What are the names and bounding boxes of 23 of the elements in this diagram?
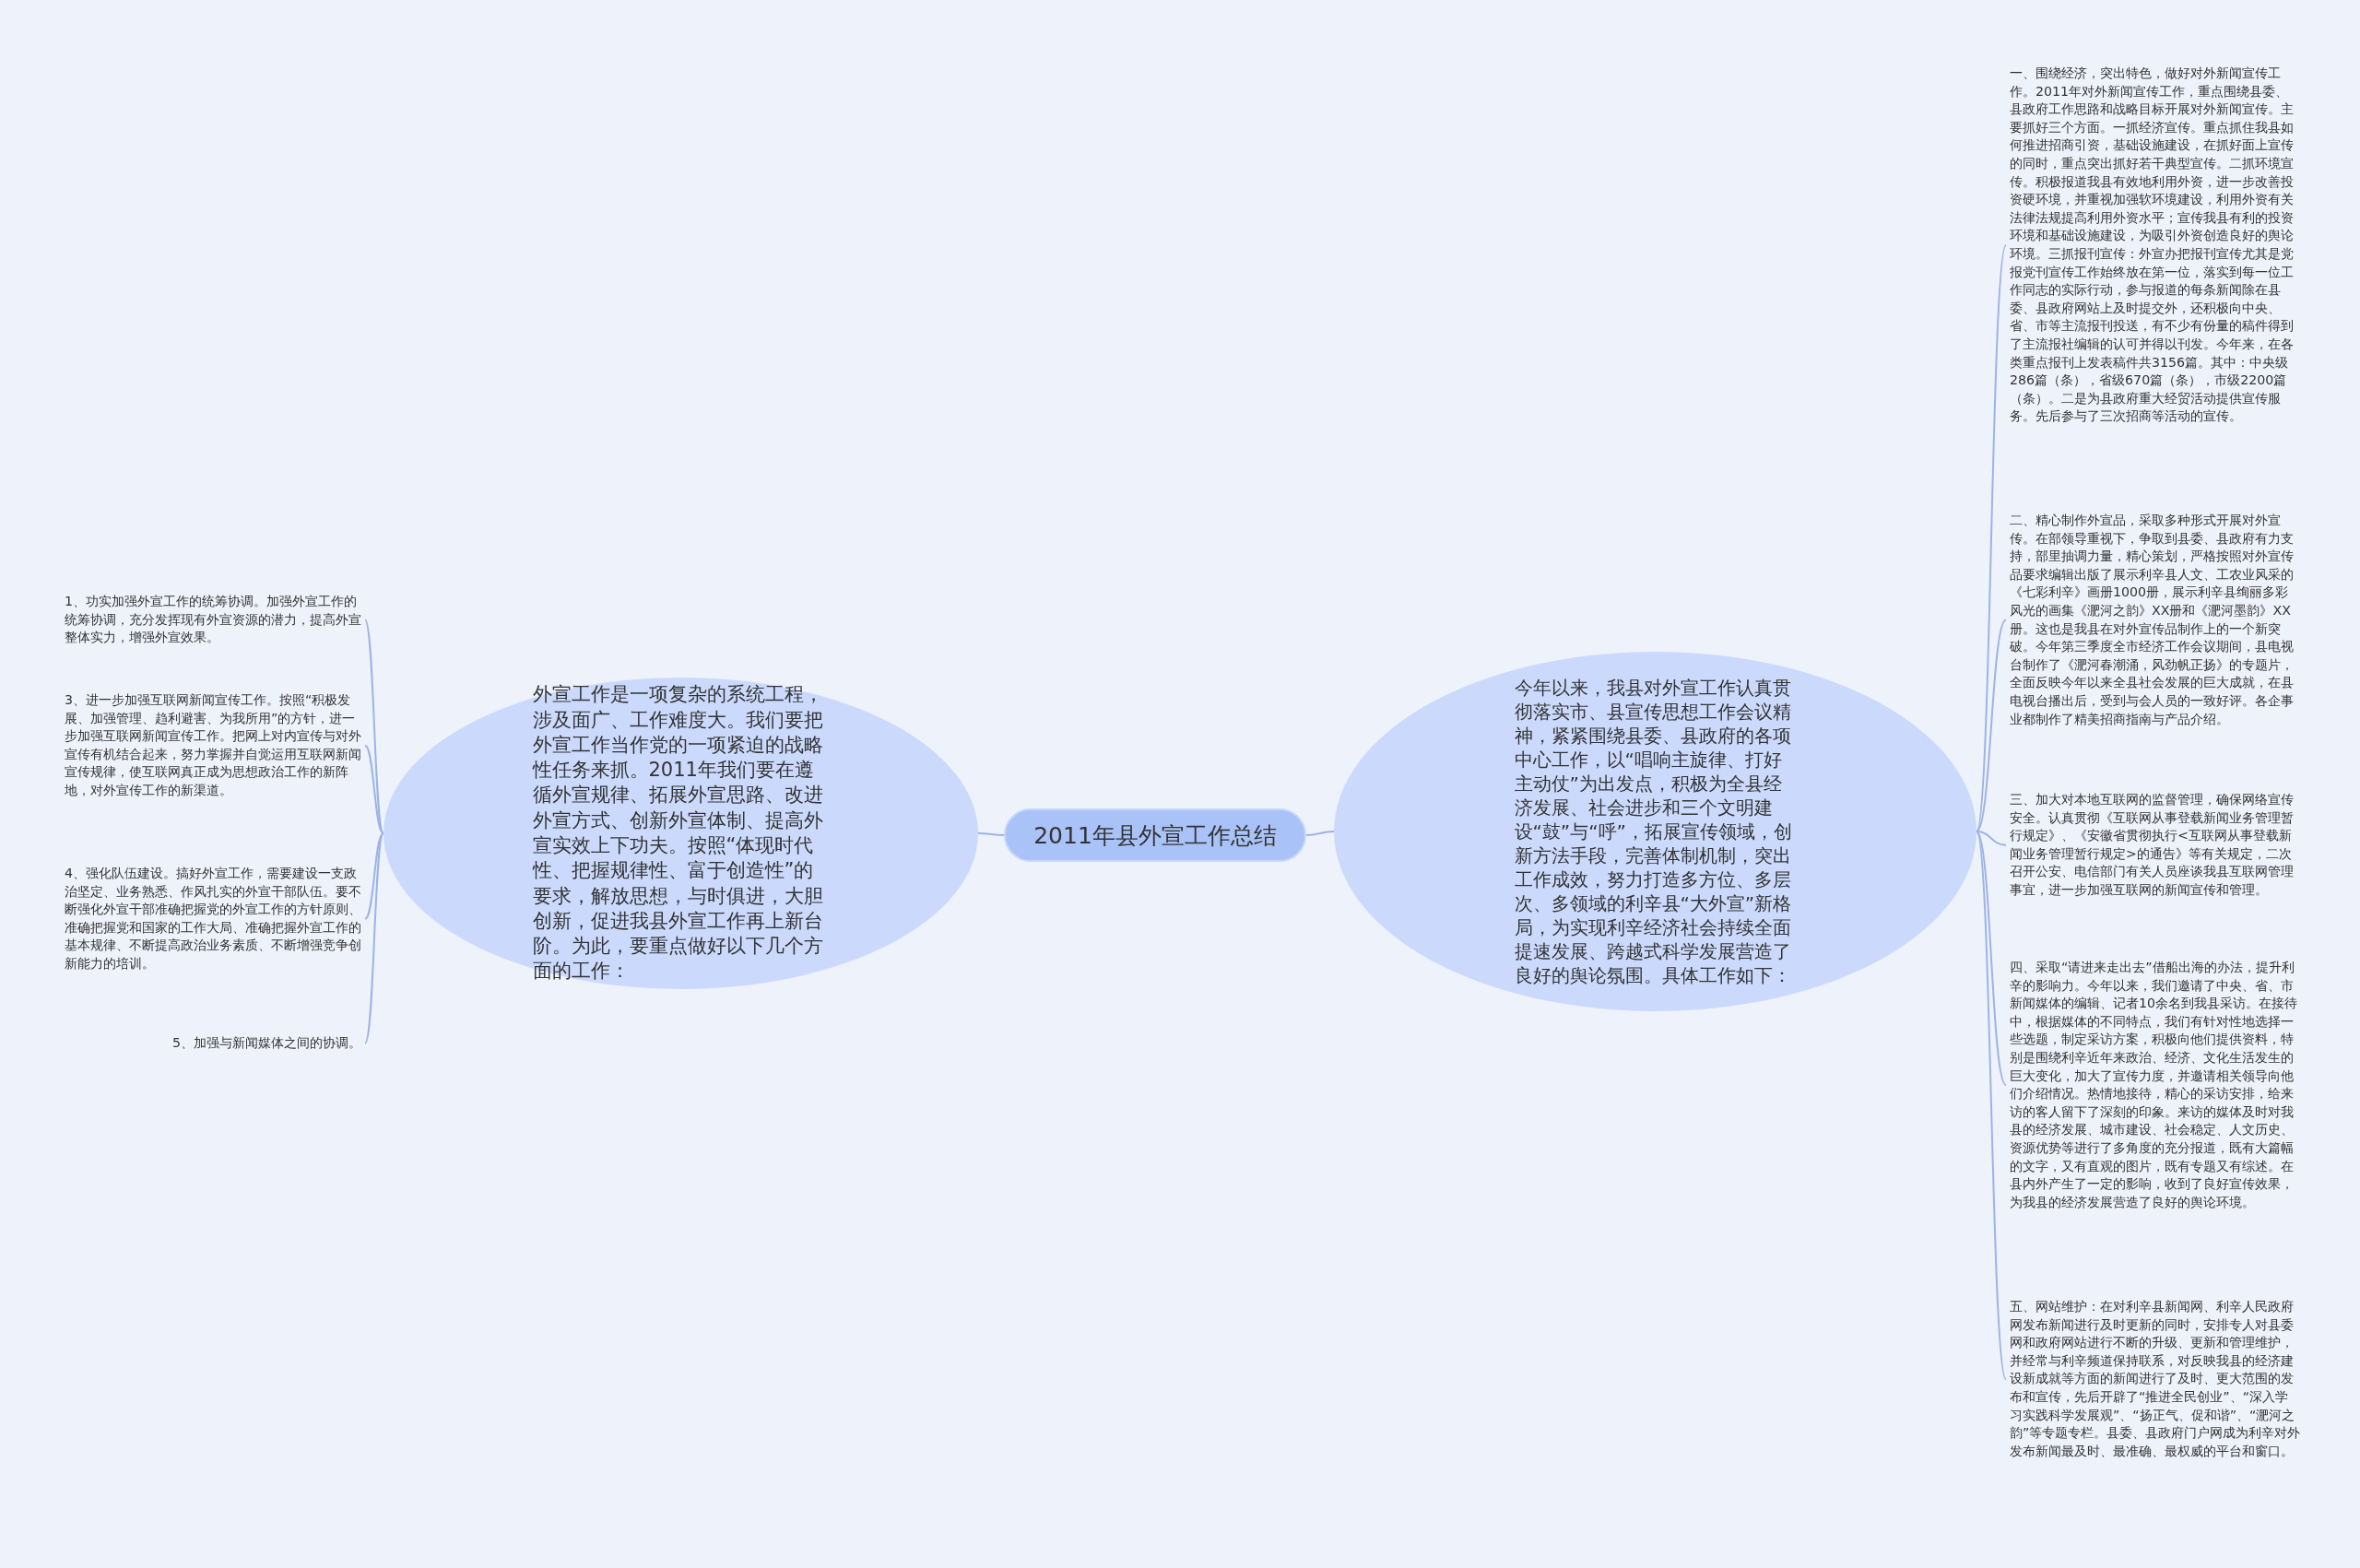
connector bbox=[364, 744, 384, 834]
item-text: 5、加强与新闻媒体之间的协调。 bbox=[65, 1034, 361, 1053]
item-text: 3、进一步加强互联网新闻宣传工作。按照“积极发展、加强管理、趋利避害、为我所用”的方针，进一步加强互联网新闻宣传工作。把网上对内宣传与对外宣传有机结合起来，努力掌握并自觉运用互联网新闻宣传规律，使互联网真正成为思想政治工作的新阵地，对外宣传工作的新渠道。 bbox=[65, 691, 361, 800]
connector bbox=[1976, 619, 2007, 832]
item-text: 二、精心制作外宣品，采取多种形式开展对外宣传。在部领导重视下，争取到县委、县政府有力支持，部里抽调力量，精心策划，严格按照对外宣传品要求编辑出版了展示利辛县人文、工农业风采的《七彩利辛》画册1000册，展示利辛县绚丽多彩风光的画集《淝河之韵》XX册和《淝河墨韵》XX册。这也是我县在对外宣传品制作上的一个新突破。今年第三季度全市经济工作会议期间，县电视台制作了《淝河春潮涌，风劲帆正扬》的专题片，全面反映今年以来全县社会发展的巨大成就，在县电视台播出后，受到与会人员的一致好评。各企事业都制作了精美招商指南与产品介绍。 bbox=[2010, 512, 2301, 729]
summary-text: 今年以来，我县对外宣工作认真贯彻落实市、县宣传思想工作会议精神，紧紧围绕县委、县政府的各项中心工作，以“唱响主旋律、打好主动仗”为出发点，积极为全县经济发展、社会进步和三个文明建设“鼓”与“呼”，拓展宣传领域，创新方法手段，完善体制机制，突出工作成效，努力打造多方位、多层次、多领域的利辛县“大外宣”新格局，为实现利辛经济社会持续全面提速发展、跨越式科学发展营造了良好的舆论氛围。具体工作如下： bbox=[1514, 676, 1793, 987]
connector bbox=[364, 832, 384, 920]
title-text: 2011年县外宣工作总结 bbox=[1033, 820, 1277, 851]
connector bbox=[1305, 831, 1335, 836]
item-text: 五、网站维护：在对利辛县新闻网、利辛人民政府网发布新闻进行及时更新的同时，安排专人对县委网和政府网站进行不断的升级、更新和管理维护，并经常与利辛频道保持联系，对反映我县的经济建设新成就等方面的新闻进行了及时、更大范围的发布和宣传，先后开辟了“推进全民创业”、“深入学习实践科学发展观”、“扬正气、促和谐”、“淝河之韵”等专题专栏。县委、县政府门户网成为利辛对外发布新闻最及时、最准确、最权威的平台和窗口。 bbox=[2010, 1298, 2301, 1461]
connector bbox=[364, 832, 384, 1044]
item-text: 四、采取“请进来走出去”借船出海的办法，提升利辛的影响力。今年以来，我们邀请了中央、省、市新闻媒体的编辑、记者10余名到我县采访。在接待中，根据媒体的不同特点，我们有针对性地选择一些选题，制定采访方案，积极向他们提供资料，特别是围绕利辛近年来政治、经济、文化生活发生的巨大变化，加大了宣传力度，并邀请相关领导向他们介绍情况。热情地接待，精心的采访安排，给来访的客人留下了深刻的印象。来访的媒体及时对我县的经济发展、城市建设、社会稳定、人文历史、资源优势等进行了多角度的充分报道，既有大篇幅的文字，又有直观的图片，既有专题又有综述。在县内外产生了一定的影响，收到了良好宣传效果，为我县的经济发展营造了良好的舆论环境。 bbox=[2010, 959, 2301, 1212]
item-text: 1、功实加强外宣工作的统筹协调。加强外宣工作的统筹协调，充分发挥现有外宣资源的潜力，提高外宣整体实力，增强外宣效果。 bbox=[65, 593, 361, 647]
item-text: 4、强化队伍建设。搞好外宣工作，需要建设一支政治坚定、业务熟悉、作风扎实的外宣干部队伍。要不断强化外宣干部准确把握党的外宣工作的方针原则、准确把握党和国家的工作大局、准确把握外宣工作的基本规律、不断提高政治业务素质、不断增强竞争创新能力的培训。 bbox=[65, 865, 361, 973]
summary-text: 外宣工作是一项复杂的系统工程，涉及面广、工作难度大。我们要把外宣工作当作党的一项紧迫的战略性任务来抓。2011年我们要在遵循外宣规律、拓展外宣思路、改进外宣方式、创新外宣体制、提高外宣实效上下功夫。按照“体现时代性、把握规律性、富于创造性”的要求，解放思想，与时俱进，大胆创新，促进我县外宣工作再上新台阶。为此，要重点做好以下几个方面的工作： bbox=[532, 682, 824, 984]
connector bbox=[1976, 831, 2007, 1381]
connector bbox=[1976, 831, 2007, 1087]
item-text: 一、围绕经济，突出特色，做好对外新闻宣传工作。2011年对外新闻宣传工作，重点围绕县委、县政府工作思路和战略目标开展对外新闻宣传。主要抓好三个方面。一抓经济宣传。重点抓住我县如何推进招商引资，基础设施建设，在抓好面上宣传的同时，重点突出抓好若干典型宣传。二抓环境宣传。积极报道我县有效地利用外资，进一步改善投资硬环境，并重视加强软环境建设，利用外资有关法律法规提高利用外资水平；宣传我县有利的投资环境和基础设施建设，为吸引外资创造良好的舆论环境。三抓报刊宣传：外宣办把报刊宣传尤其是党报党刊宣传工作始终放在第一位，落实到每一位工作同志的实际行动，参与报道的每条新闻除在县委、县政府网站上及时提交外，还积极向中央、省、市等主流报刊投送，有不少有份量的稿件得到了主流报社编辑的认可并得以刊发。今年来，在各类重点报刊上发表稿件共3156篇。其中：中央级286篇（条），省级670篇（条），市级2200篇（条）。二是为县政府重大经贸活动提供宣传服务。先后参与了三次招商等活动的宣传。 bbox=[2010, 65, 2301, 426]
connector bbox=[1976, 243, 2007, 832]
item-text: 三、加大对本地互联网的监督管理，确保网络宣传安全。认真贯彻《互联网从事登载新闻业务管理暂行规定》、《安徽省贯彻执行<互联网从事登载新闻业务管理暂行规定>的通告》等有关规定，二次召开公安、电信部门有关人员座谈我县互联网管理事宜，进一步加强互联网的新闻宣传和管理。 bbox=[2010, 791, 2301, 900]
connector bbox=[1976, 831, 2007, 846]
title-pill bbox=[1004, 808, 1306, 862]
connector bbox=[977, 832, 1005, 836]
